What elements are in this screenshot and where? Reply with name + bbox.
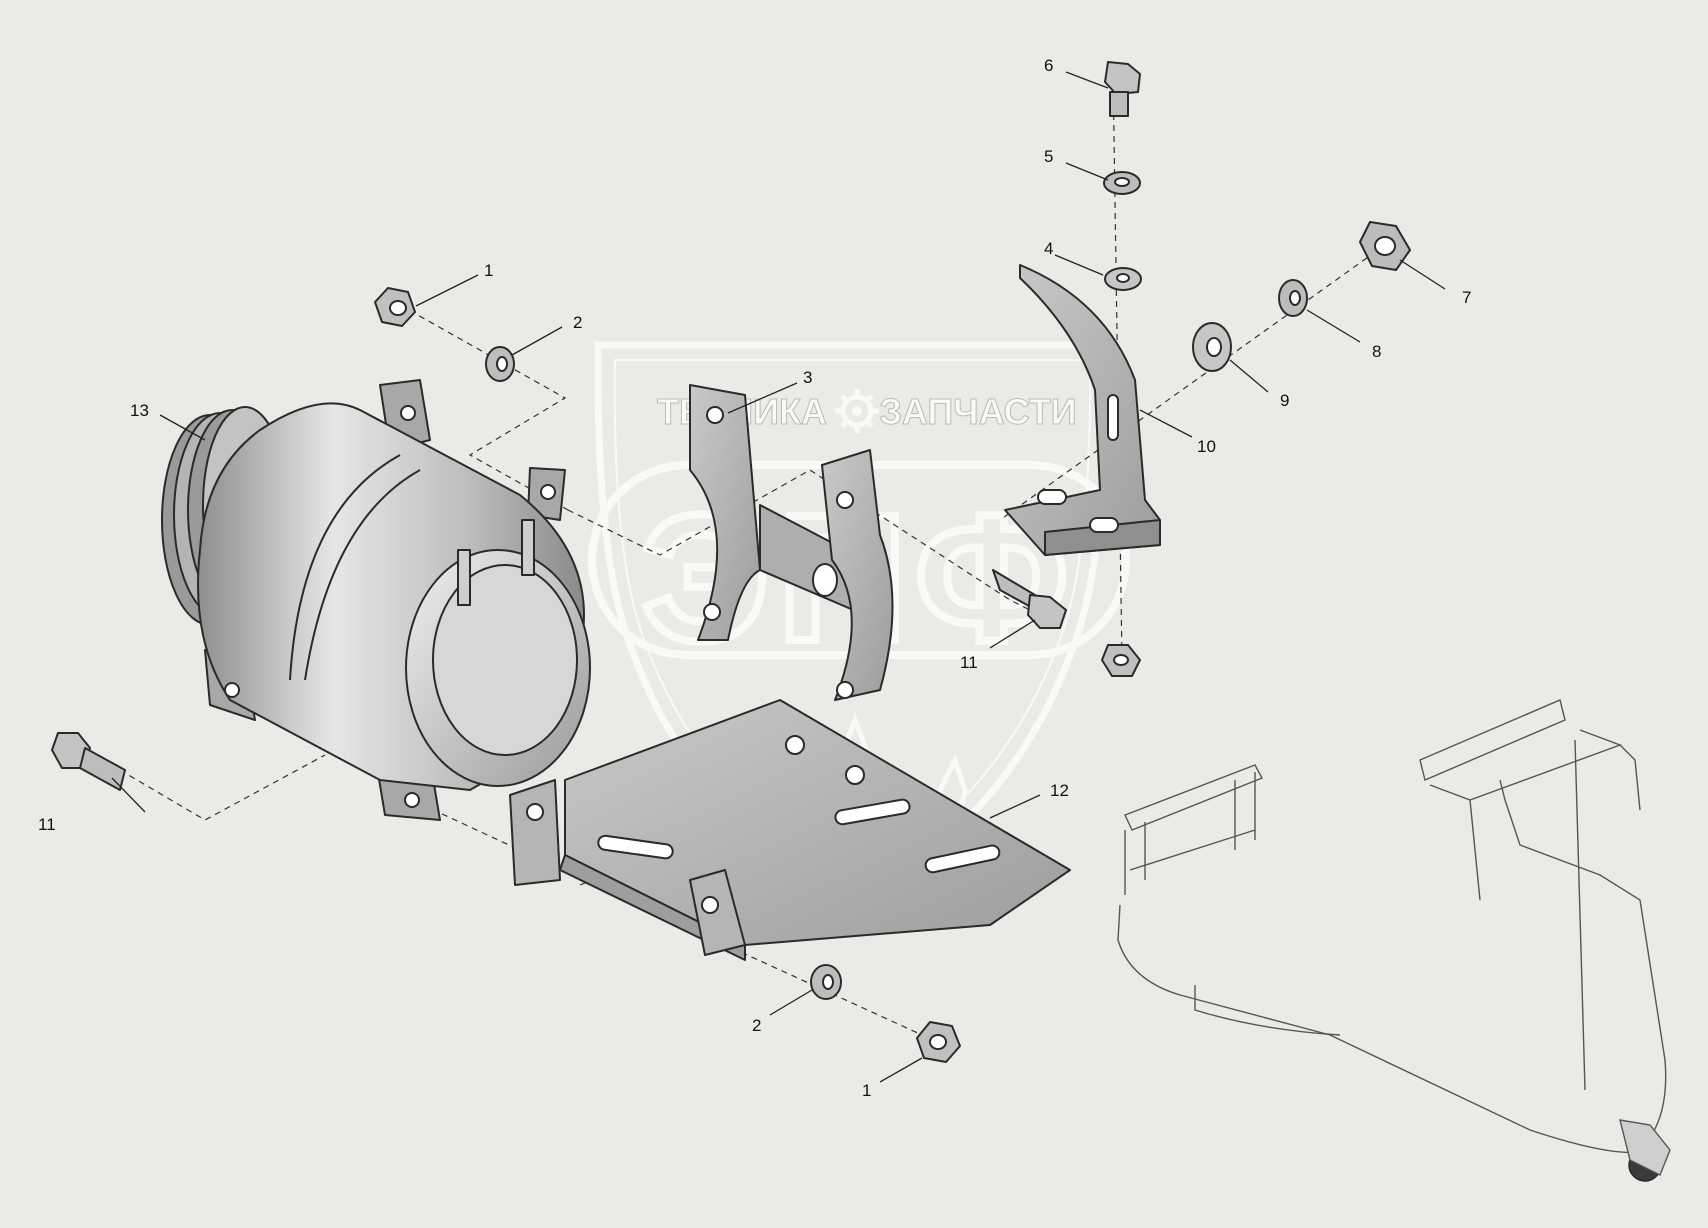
callout-10: 10 — [1197, 437, 1216, 456]
bolt-6 — [1104, 61, 1141, 117]
callout-leaders — [111, 71, 1446, 1083]
part-13-housing — [161, 379, 591, 821]
callout-7: 7 — [1462, 288, 1471, 307]
washer-4 — [1104, 267, 1142, 291]
callout-11-left: 11 — [38, 815, 56, 834]
assembly-axes — [119, 69, 1386, 1041]
fasteners — [51, 61, 1411, 1063]
washer-2-bottom — [810, 964, 842, 1000]
part-10-bracket — [1004, 264, 1161, 556]
callout-1-bottom: 1 — [862, 1081, 871, 1100]
washer-2-top — [485, 346, 515, 382]
callout-2-top: 2 — [573, 313, 582, 332]
part-12-base-plate — [509, 699, 1071, 961]
watermark-right-word: ЗАПЧАСТИ — [879, 391, 1076, 432]
bolt-11-left — [51, 732, 126, 791]
callout-8: 8 — [1372, 342, 1381, 361]
callout-1-top: 1 — [484, 261, 493, 280]
nut-7 — [1359, 221, 1411, 271]
nut-1-top — [374, 287, 416, 327]
nut-bracket-10 — [1101, 644, 1141, 677]
callout-labels: 1 1 2 2 3 4 5 6 7 8 9 10 11 11 12 13 — [38, 56, 1471, 1100]
callout-4: 4 — [1044, 239, 1053, 258]
part-3-bracket — [689, 384, 894, 701]
nut-1-bottom — [916, 1021, 961, 1063]
callout-5: 5 — [1044, 147, 1053, 166]
callout-9: 9 — [1280, 391, 1289, 410]
washer-8 — [1278, 279, 1308, 317]
gear-icon — [835, 389, 879, 433]
callout-13: 13 — [130, 401, 149, 420]
washer-5 — [1103, 171, 1141, 195]
callout-6: 6 — [1044, 56, 1053, 75]
callout-12: 12 — [1050, 781, 1069, 800]
callout-3: 3 — [803, 368, 812, 387]
washer-9 — [1192, 322, 1232, 372]
location-inset — [1117, 699, 1671, 1182]
callout-2-bottom: 2 — [752, 1016, 761, 1035]
bolt-11-mid — [992, 569, 1067, 629]
callout-11-mid: 11 — [960, 653, 978, 672]
